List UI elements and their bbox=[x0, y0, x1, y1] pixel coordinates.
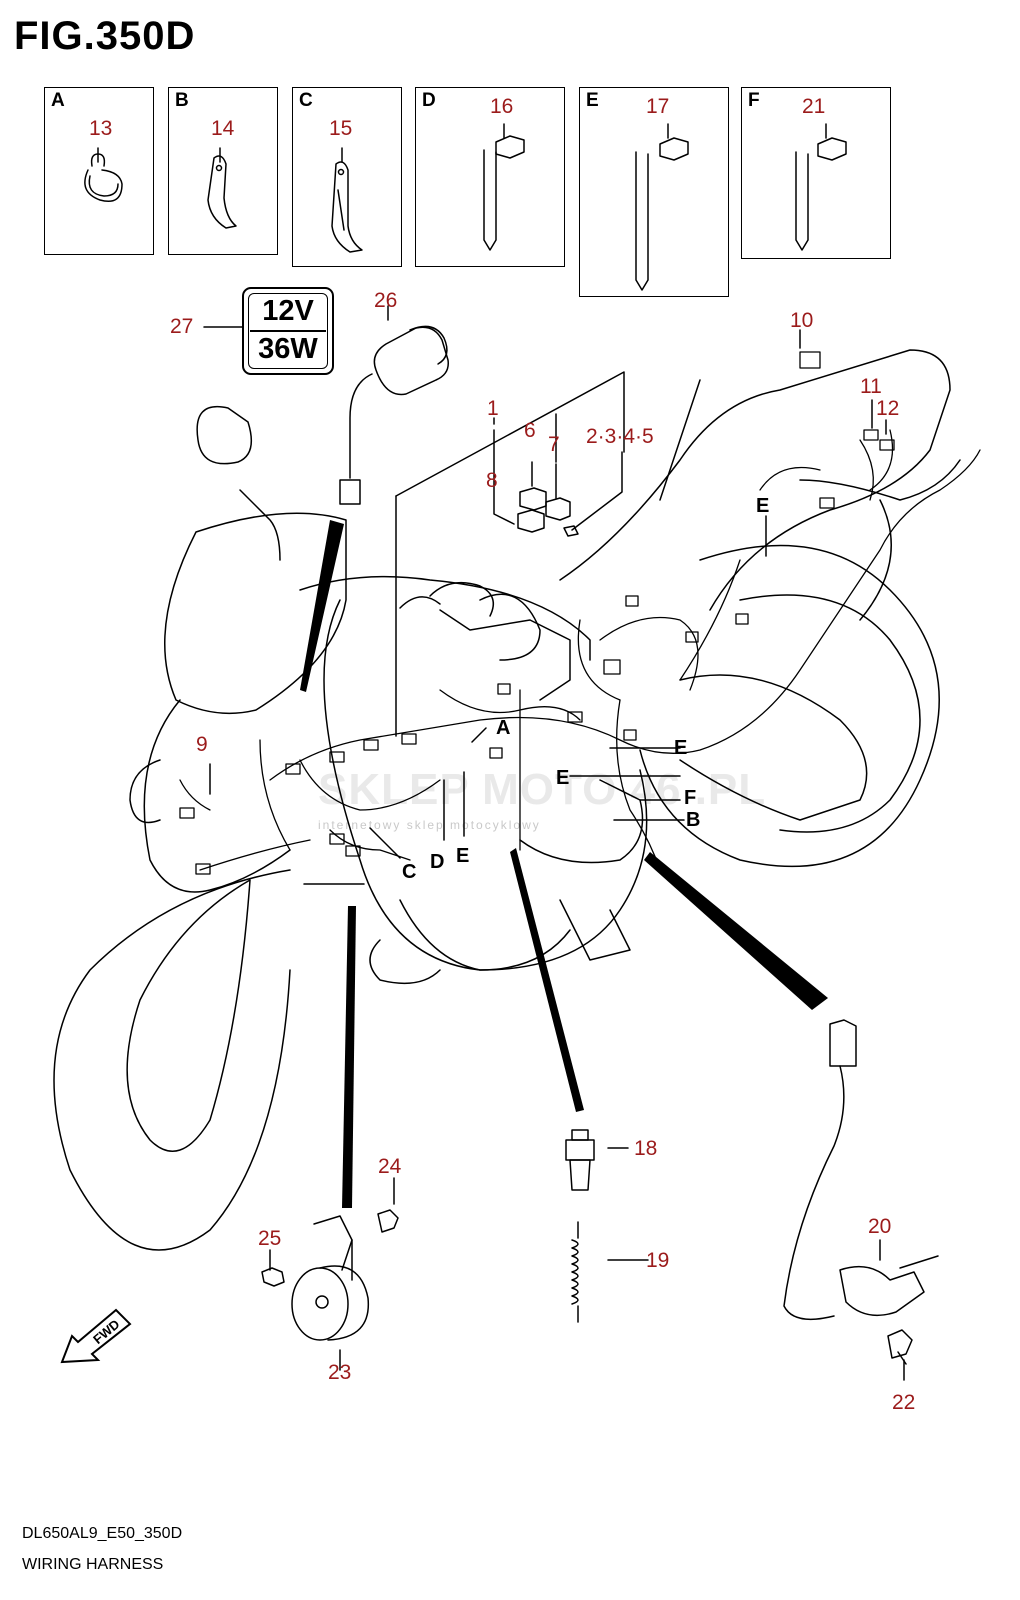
cable-tie-16-icon bbox=[483, 135, 525, 251]
badge-divider bbox=[250, 330, 326, 332]
pointer-wedges bbox=[300, 520, 828, 1208]
figure-title: FIG.350D bbox=[14, 14, 196, 58]
ref-letter-e-top: E bbox=[756, 495, 770, 517]
clamp-14-icon bbox=[207, 155, 237, 229]
part-callout-1[interactable]: 1 bbox=[487, 397, 499, 420]
spring-19-icon bbox=[571, 1221, 579, 1323]
inset-f: F 21 bbox=[741, 87, 891, 259]
badge-frame bbox=[248, 293, 328, 369]
clamp-15-icon bbox=[331, 161, 363, 253]
inset-letter: C bbox=[299, 90, 313, 111]
cable-tie-17-icon bbox=[635, 137, 689, 291]
ref-letter-d: D bbox=[430, 851, 445, 873]
inset-d: D 16 bbox=[415, 87, 565, 267]
sensor-20-icon bbox=[783, 1019, 939, 1321]
inset-c: C 15 bbox=[292, 87, 402, 267]
part-callout-16[interactable]: 16 bbox=[490, 95, 514, 118]
inset-letter: A bbox=[51, 90, 65, 111]
diagram-name: WIRING HARNESS bbox=[22, 1556, 164, 1573]
part-callout-26[interactable]: 26 bbox=[374, 289, 398, 312]
ref-letter-f: F bbox=[684, 787, 697, 809]
inset-e: E 17 bbox=[579, 87, 729, 297]
part-callout-2-3-4-5[interactable]: 2·3·4·5 bbox=[586, 425, 654, 448]
inset-b: B 14 bbox=[168, 87, 278, 255]
part-callout-9[interactable]: 9 bbox=[196, 733, 208, 756]
part-callout-14[interactable]: 14 bbox=[211, 117, 235, 140]
badge-voltage: 12V bbox=[262, 295, 314, 327]
part-callout-19[interactable]: 19 bbox=[646, 1249, 670, 1272]
clamp-13-icon bbox=[84, 153, 123, 202]
motorcycle-outline bbox=[53, 349, 961, 1251]
accessory-socket-26-icon bbox=[339, 325, 449, 505]
part-callout-18[interactable]: 18 bbox=[634, 1137, 658, 1160]
inset-letter: D bbox=[422, 90, 436, 111]
inset-letter: B bbox=[175, 90, 189, 111]
part-callout-12[interactable]: 12 bbox=[876, 397, 900, 420]
inset-letter: E bbox=[586, 90, 599, 111]
part-callout-20[interactable]: 20 bbox=[868, 1215, 892, 1238]
part-callout-21[interactable]: 21 bbox=[802, 95, 826, 118]
part-callout-23[interactable]: 23 bbox=[328, 1361, 352, 1384]
part-callout-7[interactable]: 7 bbox=[548, 433, 560, 456]
part-callout-17[interactable]: 17 bbox=[646, 95, 670, 118]
badge-wattage: 36W bbox=[258, 333, 318, 365]
wiring-harness-lines bbox=[179, 429, 981, 871]
part-callout-10[interactable]: 10 bbox=[790, 309, 814, 332]
part-callout-25[interactable]: 25 bbox=[258, 1227, 282, 1250]
inset-letter: F bbox=[748, 90, 760, 111]
part-callout-15[interactable]: 15 bbox=[329, 117, 353, 140]
ref-letter-c: C bbox=[402, 861, 417, 883]
socket-rating-badge: 12V 36W bbox=[242, 287, 334, 375]
part-callout-24[interactable]: 24 bbox=[378, 1155, 402, 1178]
bolt-24-icon bbox=[377, 1209, 399, 1233]
part-callout-8[interactable]: 8 bbox=[486, 469, 498, 492]
harness-connectors bbox=[179, 351, 895, 875]
horn-23-icon bbox=[291, 1215, 370, 1341]
ref-letter-e-center: E bbox=[556, 767, 570, 789]
part-callout-13[interactable]: 13 bbox=[89, 117, 113, 140]
relay-group-icon bbox=[517, 487, 579, 537]
part-callout-6[interactable]: 6 bbox=[524, 419, 536, 442]
watermark-subtitle: internetowy sklep motocyklowy bbox=[318, 818, 541, 832]
cable-tie-21-icon bbox=[795, 137, 847, 251]
part-callout-11[interactable]: 11 bbox=[860, 375, 882, 398]
ref-letter-a: A bbox=[496, 717, 511, 739]
ref-letter-b: B bbox=[686, 809, 701, 831]
ref-letter-e-lower: E bbox=[456, 845, 470, 867]
ref-letter-e-right: E bbox=[674, 737, 688, 759]
diagram-code: DL650AL9_E50_350D bbox=[22, 1525, 183, 1542]
bolt-22-icon bbox=[887, 1329, 913, 1365]
forward-arrow-icon: FWD bbox=[60, 1308, 132, 1364]
part-callout-22[interactable]: 22 bbox=[892, 1391, 916, 1414]
nut-25-icon bbox=[261, 1267, 285, 1287]
inset-a: A 13 bbox=[44, 87, 154, 255]
watermark: SKLEP MOTO 46 .PL bbox=[318, 765, 767, 814]
switch-18-icon bbox=[565, 1129, 595, 1191]
part-callout-27[interactable]: 27 bbox=[170, 315, 194, 338]
